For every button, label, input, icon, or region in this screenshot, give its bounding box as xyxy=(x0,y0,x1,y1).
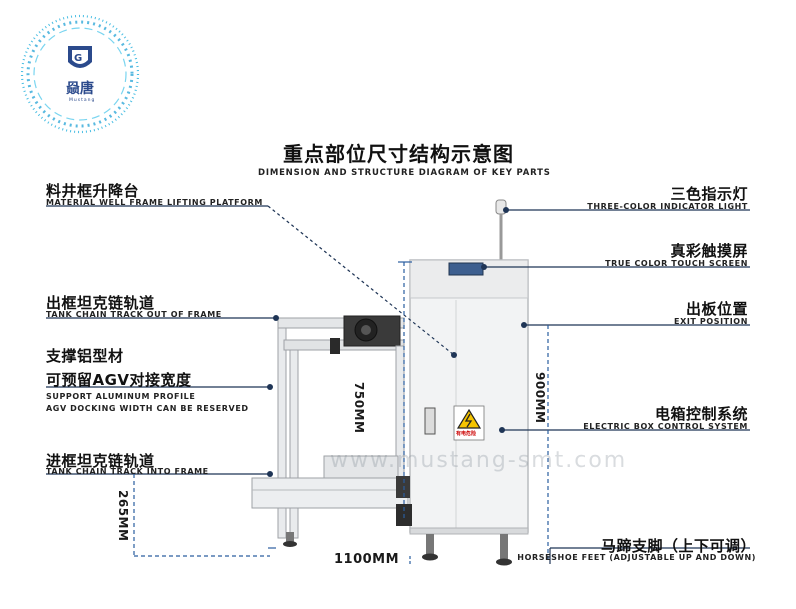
label-electric-en: ELECTRIC BOX CONTROL SYSTEM xyxy=(583,422,748,431)
pointer-dot-electric xyxy=(499,427,505,433)
label-chain-out-cn: 出框坦克链轨道 xyxy=(46,294,155,312)
warning-sign xyxy=(453,405,485,441)
watermark: www.mustang-smt.com xyxy=(330,448,628,473)
cabinet-handle xyxy=(424,407,436,435)
warning-text: 有电危险 xyxy=(456,431,477,437)
diagram-subtitle: DIMENSION AND STRUCTURE DIAGRAM OF KEY P… xyxy=(258,168,551,178)
dimension-900: 900MM xyxy=(533,372,547,424)
label-support-en-1: SUPPORT ALUMINUM PROFILE xyxy=(46,392,196,401)
label-touch-en: TRUE COLOR TOUCH SCREEN xyxy=(605,259,748,268)
dimension-265: 265MM xyxy=(116,490,130,542)
label-support-cn-2: 可预留AGV对接宽度 xyxy=(46,371,192,389)
dimension-width: 1100MM xyxy=(334,552,400,567)
label-feet-en: HORSESHOE FEET (ADJUSTABLE UP AND DOWN) xyxy=(517,553,756,562)
dimension-lines xyxy=(133,261,549,566)
label-indicator-cn: 三色指示灯 xyxy=(670,185,748,203)
label-exit-cn: 出板位置 xyxy=(685,300,748,318)
horseshoe-feet xyxy=(283,532,512,566)
label-electric-cn: 电箱控制系统 xyxy=(654,405,748,423)
label-lifting-en: MATERIAL WELL FRAME LIFTING PLATFORM xyxy=(46,198,263,207)
label-chain-out-en: TANK CHAIN TRACK OUT OF FRAME xyxy=(46,310,222,319)
pointer-dot-support xyxy=(267,384,273,390)
label-support-cn-1: 支撑铝型材 xyxy=(46,347,124,365)
pointer-dot-chain-out xyxy=(273,315,279,321)
right-leader-lines xyxy=(484,209,750,564)
cabinet-body xyxy=(409,259,529,533)
lifting-frame xyxy=(251,315,412,539)
dimension-750: 750MM xyxy=(352,382,366,434)
logo: G 赑唐 Mustang xyxy=(10,10,150,140)
logo-ring-graphic: G xyxy=(20,14,140,134)
pointer-dot-exit xyxy=(521,322,527,328)
pointer-dot-indicator xyxy=(503,207,509,213)
label-indicator-en: THREE-COLOR INDICATOR LIGHT xyxy=(587,202,748,211)
label-touch-cn: 真彩触摸屏 xyxy=(670,242,748,260)
label-support-en-2: AGV DOCKING WIDTH CAN BE RESERVED xyxy=(46,404,249,413)
label-chain-in-cn: 进框坦克链轨道 xyxy=(46,452,155,470)
left-leader-lines xyxy=(46,205,455,475)
diagram-title: 重点部位尺寸结构示意图 xyxy=(283,142,514,166)
label-chain-in-en: TANK CHAIN TRACK INTO FRAME xyxy=(46,467,209,476)
pointer-dot-lifting xyxy=(451,352,457,358)
label-feet-cn: 马蹄支脚（上下可调） xyxy=(600,537,756,555)
logo-brand-en: Mustang xyxy=(69,98,96,103)
pointer-dot-touch xyxy=(481,264,487,270)
svg-text:G: G xyxy=(74,53,82,64)
label-exit-en: EXIT POSITION xyxy=(674,317,748,326)
pointer-dot-chain-in xyxy=(267,471,273,477)
label-lifting-cn: 料井框升降台 xyxy=(46,182,140,200)
touch-screen xyxy=(448,262,484,276)
cabinet-base xyxy=(409,527,529,535)
logo-brand-cn: 赑唐 xyxy=(66,81,94,97)
